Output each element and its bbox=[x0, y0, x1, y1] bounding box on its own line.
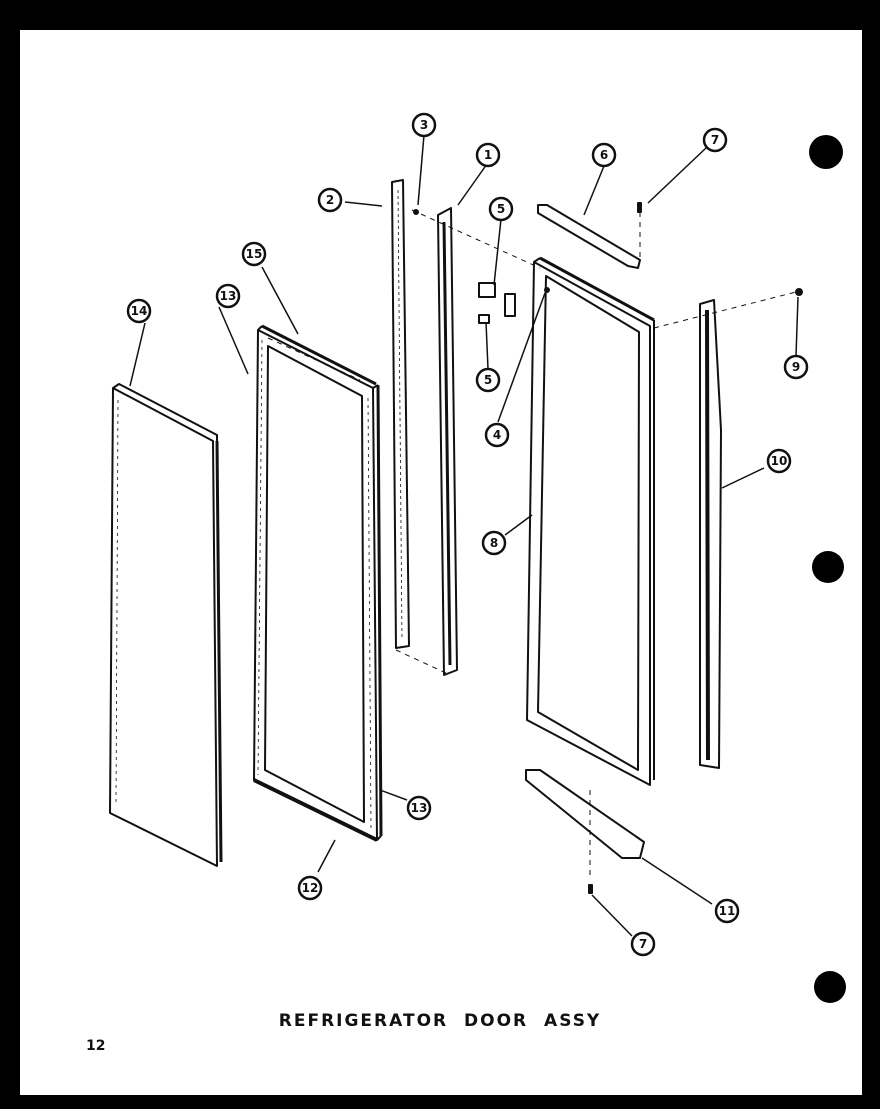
callout-circle bbox=[297, 875, 323, 901]
callout-number: 12 bbox=[302, 881, 319, 895]
callout-15: 15 bbox=[241, 241, 267, 267]
callout-13: 13 bbox=[406, 795, 432, 821]
callout-number: 10 bbox=[771, 454, 788, 468]
callout-number: 1 bbox=[484, 148, 492, 162]
callout-number: 13 bbox=[220, 289, 237, 303]
callout-circle bbox=[126, 298, 152, 324]
callout-3: 3 bbox=[411, 112, 437, 138]
part-6-top-bracket bbox=[537, 204, 641, 269]
callout-13: 13 bbox=[215, 283, 241, 309]
callout-5: 5 bbox=[488, 196, 514, 222]
callout-5: 5 bbox=[475, 367, 501, 393]
callout-circle bbox=[484, 422, 510, 448]
callout-number: 8 bbox=[490, 536, 498, 550]
callout-4: 4 bbox=[484, 422, 510, 448]
callout-9: 9 bbox=[783, 354, 809, 380]
part-1-strip bbox=[437, 207, 458, 676]
callout-7: 7 bbox=[702, 127, 728, 153]
callout-circle bbox=[714, 898, 740, 924]
page-number: 12 bbox=[86, 1038, 106, 1054]
callout-circle bbox=[783, 354, 809, 380]
callout-number: 5 bbox=[497, 202, 505, 216]
part-2-strip bbox=[391, 179, 410, 649]
part-14-door-panel bbox=[109, 383, 223, 867]
callout-circle bbox=[475, 142, 501, 168]
part-8-door-frame bbox=[526, 256, 655, 786]
callout-circle bbox=[481, 530, 507, 556]
part-11-bottom-bracket bbox=[525, 769, 645, 859]
assembly-lines bbox=[267, 209, 797, 880]
binder-holes bbox=[809, 135, 846, 1003]
callout-11: 11 bbox=[714, 898, 740, 924]
callout-14: 14 bbox=[126, 298, 152, 324]
callout-circle bbox=[475, 367, 501, 393]
callout-number: 9 bbox=[792, 360, 800, 374]
callout-number: 15 bbox=[246, 247, 263, 261]
binder-hole bbox=[812, 551, 844, 583]
callout-number: 6 bbox=[600, 148, 608, 162]
callout-circle bbox=[215, 283, 241, 309]
callout-circle bbox=[766, 448, 792, 474]
callout-circle bbox=[411, 112, 437, 138]
part-10-gasket-strip bbox=[699, 299, 722, 769]
callout-number: 14 bbox=[131, 304, 148, 318]
diagram-title: REFRIGERATOR DOOR ASSY bbox=[278, 1011, 602, 1031]
callout-number: 11 bbox=[719, 904, 736, 918]
callout-1: 1 bbox=[475, 142, 501, 168]
callout-12: 12 bbox=[297, 875, 323, 901]
callout-circle bbox=[488, 196, 514, 222]
callout-6: 6 bbox=[591, 142, 617, 168]
callout-circle bbox=[702, 127, 728, 153]
callout-2: 2 bbox=[317, 187, 343, 213]
part-5-hinge bbox=[478, 282, 516, 324]
callout-number: 4 bbox=[493, 428, 501, 442]
callout-number: 13 bbox=[411, 801, 428, 815]
binder-hole bbox=[809, 135, 843, 169]
callout-number: 7 bbox=[639, 937, 647, 951]
screw-parts bbox=[413, 202, 803, 894]
binder-hole bbox=[814, 971, 846, 1003]
callout-number: 3 bbox=[420, 118, 428, 132]
callout-number: 5 bbox=[484, 373, 492, 387]
callout-7: 7 bbox=[630, 931, 656, 957]
callout-8: 8 bbox=[481, 530, 507, 556]
part-13-inner-frame bbox=[253, 324, 383, 842]
callout-circle bbox=[317, 187, 343, 213]
callout-number: 7 bbox=[711, 133, 719, 147]
callout-circle bbox=[241, 241, 267, 267]
callout-circle bbox=[591, 142, 617, 168]
callout-10: 10 bbox=[766, 448, 792, 474]
leader-lines bbox=[129, 134, 799, 937]
callout-circle bbox=[630, 931, 656, 957]
callout-circle bbox=[406, 795, 432, 821]
callout-number: 2 bbox=[326, 193, 334, 207]
